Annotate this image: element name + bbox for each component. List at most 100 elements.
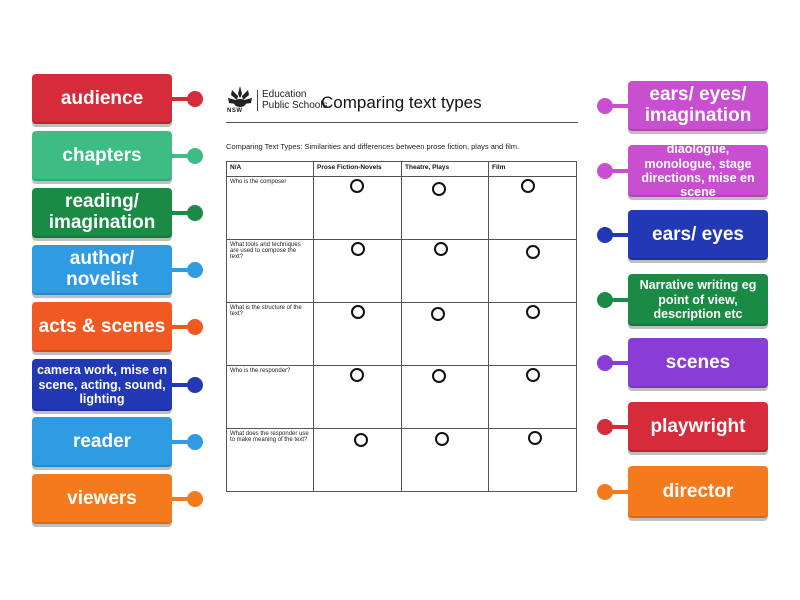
dot-dialogue-monologue[interactable] [597,163,613,179]
tile-label: chapters [62,144,142,166]
tile-dialogue-monologue[interactable]: diaologue, monologue, stage directions, … [628,142,768,200]
tile-audience[interactable]: audience [32,74,172,124]
dot-ears-eyes-imagination[interactable] [597,98,613,114]
dot-audience[interactable] [187,91,203,107]
drop-cell [488,365,577,429]
drop-slot[interactable] [350,179,364,193]
connector-audience [172,97,192,101]
drop-cell [488,302,577,366]
tile-label: playwright [650,415,746,437]
tile-label: reading/ imagination [48,191,156,233]
dot-viewers[interactable] [187,491,203,507]
drop-slot[interactable] [528,431,542,445]
connector-director [608,490,628,494]
title-divider [226,122,578,123]
tile-label: acts & scenes [38,315,166,337]
row-question: Who is the composer [226,176,314,240]
connector-ears-eyes [608,233,628,237]
tile-camera-work[interactable]: camera work, mise en scene, acting, soun… [32,359,172,411]
drop-cell [313,302,402,366]
connector-playwright [608,425,628,429]
nsw-text: NSW [227,108,243,114]
waratah-logo-icon [228,86,252,107]
connector-author-novelist [172,268,192,272]
worksheet: NSW Education Public Schools Comparing t… [220,78,585,508]
table-row: Who is the responder? [226,365,577,429]
tile-ears-eyes-imagination[interactable]: ears/ eyes/ imagination [628,81,768,131]
tile-reader[interactable]: reader [32,417,172,467]
dot-narrative-writing[interactable] [597,292,613,308]
tile-label: camera work, mise en scene, acting, soun… [37,363,167,407]
drop-slot[interactable] [354,433,368,447]
row-question-text: What is the structure of the text? [230,305,302,317]
drop-slot[interactable] [351,305,365,319]
table-row: Who is the composer [226,176,577,240]
dot-reading-imagination[interactable] [187,205,203,221]
drop-slot[interactable] [431,307,445,321]
worksheet-title: Comparing text types [321,93,482,112]
tile-label: scenes [665,351,731,373]
drop-slot[interactable] [526,305,540,319]
dot-reader[interactable] [187,434,203,450]
connector-ears-eyes-imagination [608,104,628,108]
dot-scenes[interactable] [597,355,613,371]
row-question-text: Who is the composer [230,179,287,185]
row-question-text: What does the responder use to make mean… [230,431,309,443]
connector-acts-scenes [172,325,192,329]
table-row: What tools and techniques are used to co… [226,239,577,303]
tile-scenes[interactable]: scenes [628,338,768,388]
drop-cell [313,176,402,240]
drop-slot[interactable] [350,368,364,382]
drop-slot[interactable] [432,369,446,383]
tile-label: diaologue, monologue, stage directions, … [641,142,755,200]
drop-slot[interactable] [521,179,535,193]
tile-reading-imagination[interactable]: reading/ imagination [32,188,172,238]
dot-author-novelist[interactable] [187,262,203,278]
dot-camera-work[interactable] [187,377,203,393]
tile-chapters[interactable]: chapters [32,131,172,181]
tile-viewers[interactable]: viewers [32,474,172,524]
dot-playwright[interactable] [597,419,613,435]
drop-slot[interactable] [434,242,448,256]
tile-label: ears/ eyes [652,223,744,245]
drop-slot[interactable] [432,182,446,196]
table-header-row: N/A Prose Fiction-Novels Theatre, Plays … [226,161,577,177]
brand-bottom: Public Schools [262,99,328,111]
connector-scenes [608,361,628,365]
drop-cell [488,428,577,492]
tile-acts-scenes[interactable]: acts & scenes [32,302,172,352]
drop-cell [401,365,489,429]
row-question: What tools and techniques are used to co… [226,239,314,303]
row-question: What does the responder use to make mean… [226,428,314,492]
connector-chapters [172,154,192,158]
tile-ears-eyes[interactable]: ears/ eyes [628,210,768,260]
tile-playwright[interactable]: playwright [628,402,768,452]
header-theatre: Theatre, Plays [401,161,489,177]
drop-slot[interactable] [351,242,365,256]
drop-cell [401,176,489,240]
brand-text: Education Public Schools [257,89,328,111]
tile-label: ears/ eyes/ imagination [644,84,752,126]
tile-label: author/ novelist [66,248,138,290]
tile-director[interactable]: director [628,466,768,518]
dot-acts-scenes[interactable] [187,319,203,335]
drop-slot[interactable] [435,432,449,446]
drop-cell [313,428,402,492]
tile-label: director [662,480,734,502]
tile-narrative-writing[interactable]: Narrative writing eg point of view, desc… [628,274,768,326]
tile-label: viewers [67,487,137,509]
table-row: What does the responder use to make mean… [226,428,577,492]
drop-cell [313,365,402,429]
header-na: N/A [226,161,314,177]
dot-ears-eyes[interactable] [597,227,613,243]
connector-viewers [172,497,192,501]
drop-slot[interactable] [526,368,540,382]
drop-cell [488,239,577,303]
dot-director[interactable] [597,484,613,500]
drop-slot[interactable] [526,245,540,259]
dot-chapters[interactable] [187,148,203,164]
row-question: Who is the responder? [226,365,314,429]
worksheet-subtitle: Comparing Text Types: Similarities and d… [226,142,520,151]
tile-author-novelist[interactable]: author/ novelist [32,245,172,295]
drop-cell [401,239,489,303]
